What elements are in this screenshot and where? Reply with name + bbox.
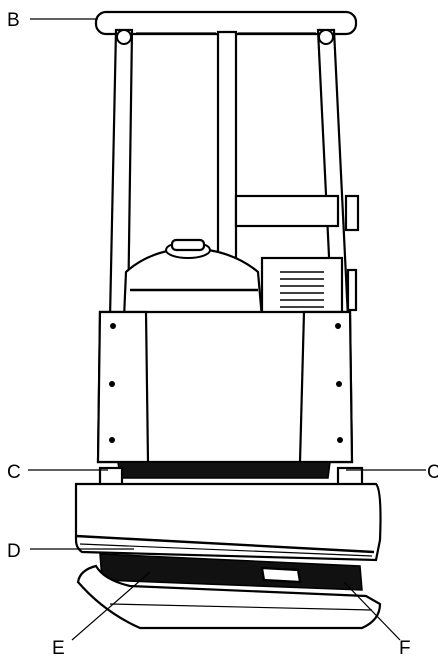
label-c-right: C	[427, 462, 438, 483]
leader-line-e	[71, 571, 151, 641]
label-f: F	[399, 638, 411, 658]
label-e: E	[52, 638, 65, 658]
vibrating-plate	[76, 553, 382, 630]
engine	[122, 238, 344, 320]
leader-line-f	[343, 581, 401, 641]
label-b: B	[7, 10, 20, 31]
label-c-left: C	[7, 462, 21, 483]
base-plate	[74, 482, 382, 562]
label-d: D	[7, 541, 21, 562]
body-guard	[96, 310, 354, 464]
